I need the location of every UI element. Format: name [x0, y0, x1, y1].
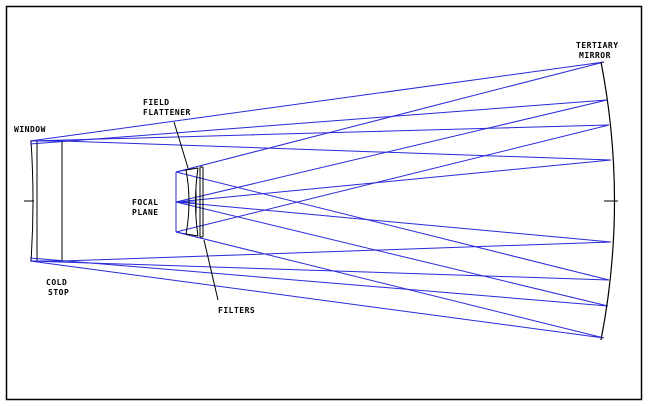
ray-path — [175, 231, 187, 235]
filters-label: FILTERS — [218, 306, 255, 315]
cold-stop-label: COLD STOP — [46, 278, 73, 297]
focal-plane-label: FOCAL PLANE — [132, 198, 164, 217]
filters-element — [199, 166, 204, 238]
ray-path — [29, 171, 610, 281]
ray-path — [61, 140, 612, 203]
ray-path — [29, 201, 609, 307]
ray-path — [29, 124, 610, 233]
ray-path — [29, 61, 605, 173]
ray-path — [61, 201, 612, 262]
field-flattener-leader — [173, 121, 189, 169]
ray-path — [175, 169, 187, 173]
diagram-frame — [5, 5, 643, 401]
tertiary-mirror-element — [600, 61, 616, 341]
window-label: WINDOW — [14, 125, 46, 134]
tertiary-mirror-label: TERTIARY MIRROR — [576, 41, 624, 60]
ray-path — [29, 99, 608, 203]
ray-bundle — [29, 61, 612, 339]
field-flattener-label: FIELD FLATTENER — [143, 98, 191, 117]
ray-path — [29, 231, 605, 339]
filters-leader — [203, 239, 219, 301]
